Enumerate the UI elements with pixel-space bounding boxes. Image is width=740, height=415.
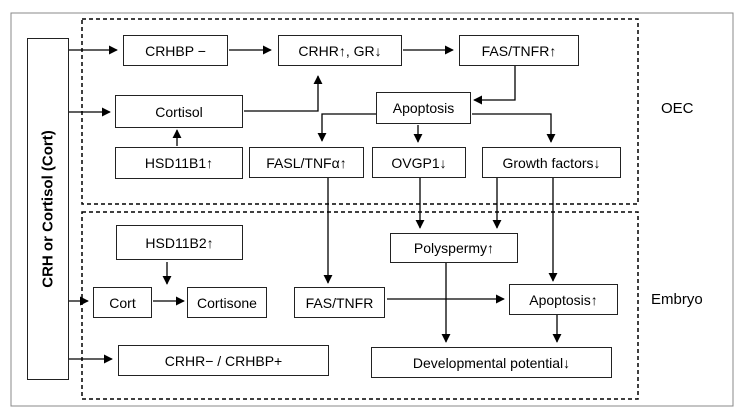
outer-frame xyxy=(10,12,734,407)
node-cort: Cort xyxy=(93,287,152,318)
stimulus-label: CRH or Cortisol (Cort) xyxy=(39,130,57,288)
node-polyspermy: Polyspermy↑ xyxy=(390,233,518,263)
node-hsd11b2: HSD11B2↑ xyxy=(116,225,243,260)
oec-region-label: OEC xyxy=(661,100,694,117)
arrow-apoptosis-to-growth xyxy=(472,113,556,143)
node-apoptosis: Apoptosis xyxy=(376,92,471,124)
node-ovgp1: OVGP1↓ xyxy=(372,147,466,178)
node-fas-tnfr-up: FAS/TNFR↑ xyxy=(459,35,579,66)
node-crhr-crhbp: CRHR− / CRHBP+ xyxy=(118,345,329,376)
stimulus-label-box: CRH or Cortisol (Cort) xyxy=(27,38,69,380)
embryo-region-label: Embryo xyxy=(651,291,703,308)
node-fas-tnfr: FAS/TNFR xyxy=(294,287,385,318)
arrow-cortisol-to-crhr xyxy=(244,75,323,112)
node-crhbp-minus: CRHBP − xyxy=(123,35,228,66)
node-cortisone: Cortisone xyxy=(187,287,267,318)
node-cortisol: Cortisol xyxy=(115,95,243,128)
node-developmental-potential: Developmental potential↓ xyxy=(371,347,612,378)
arrow-apoptosis-to-fasl xyxy=(317,113,376,142)
node-apoptosis-up: Apoptosis↑ xyxy=(509,284,618,315)
arrow-fas-to-apoptosis xyxy=(473,66,516,105)
node-growth-factors: Growth factors↓ xyxy=(482,147,621,178)
node-hsd11b1: HSD11B1↑ xyxy=(115,147,243,179)
node-fasl-tnfa: FASL/TNFα↑ xyxy=(249,147,364,178)
node-crhr-gr: CRHR↑, GR↓ xyxy=(278,35,402,66)
